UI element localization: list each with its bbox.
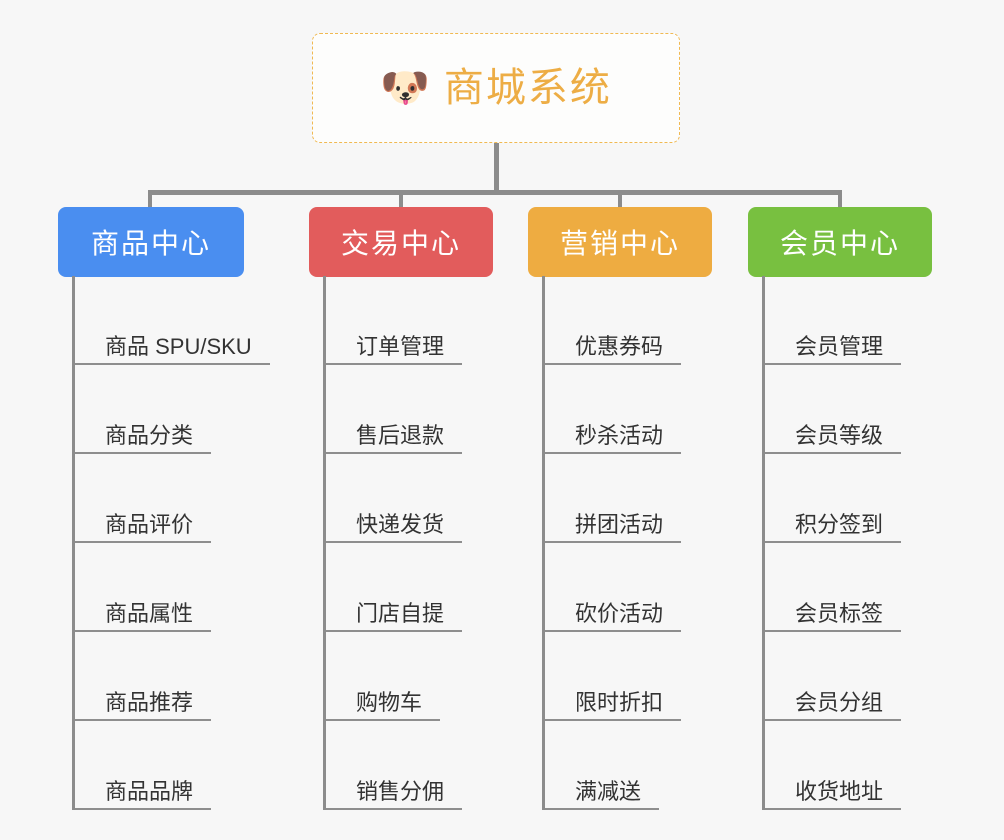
category-label-3: 会员中心 <box>779 228 900 259</box>
leaf-item-label: 购物车 <box>356 689 423 715</box>
leaf-item-label: 会员标签 <box>795 600 884 626</box>
drop-connector-4 <box>838 190 842 208</box>
leaf-underline <box>765 630 902 632</box>
leaf-item[interactable]: 会员分组 <box>765 632 902 721</box>
leaf-item-label: 商品 SPU/SKU <box>105 333 252 359</box>
leaf-item[interactable]: 订单管理 <box>326 276 463 365</box>
branch-spine <box>542 276 545 810</box>
leaf-item[interactable]: 商品 SPU/SKU <box>75 276 270 365</box>
horizontal-bus-connector <box>148 190 842 195</box>
leaf-underline <box>545 719 682 721</box>
leaf-item[interactable]: 售后退款 <box>326 365 463 454</box>
leaf-item-label: 快递发货 <box>356 511 445 537</box>
leaf-underline <box>326 808 463 810</box>
leaf-underline <box>765 719 902 721</box>
leaf-item-label: 商品分类 <box>105 422 194 448</box>
drop-connector-2 <box>399 190 403 208</box>
category-label-2: 营销中心 <box>559 228 680 259</box>
leaf-underline <box>545 452 682 454</box>
leaf-item[interactable]: 会员等级 <box>765 365 902 454</box>
leaf-underline <box>545 808 660 810</box>
leaf-item[interactable]: 砍价活动 <box>545 543 682 632</box>
leaf-underline <box>545 363 682 365</box>
leaf-item-label: 商品属性 <box>105 600 194 626</box>
leaf-underline <box>765 808 902 810</box>
leaf-item-label: 砍价活动 <box>575 600 664 626</box>
leaf-item[interactable]: 会员管理 <box>765 276 902 365</box>
dog-face-icon: 🐶 <box>380 66 430 110</box>
drop-connector-3 <box>618 190 622 208</box>
leaf-item-label: 会员等级 <box>795 422 884 448</box>
leaf-item[interactable]: 购物车 <box>326 632 441 721</box>
category-box-0[interactable]: 商品中心 <box>58 207 244 277</box>
leaf-underline <box>545 541 682 543</box>
leaf-underline <box>326 541 463 543</box>
leaf-underline <box>326 363 463 365</box>
leaf-item[interactable]: 快递发货 <box>326 454 463 543</box>
leaf-underline <box>326 719 441 721</box>
leaf-underline <box>75 363 270 365</box>
leaf-underline <box>75 541 212 543</box>
branch-spine <box>762 276 765 810</box>
leaf-item-label: 收货地址 <box>795 778 884 804</box>
root-stem-connector <box>494 143 499 192</box>
leaf-item[interactable]: 商品属性 <box>75 543 212 632</box>
root-node[interactable]: 🐶 商城系统 <box>312 33 680 143</box>
leaf-item[interactable]: 限时折扣 <box>545 632 682 721</box>
leaf-item-label: 会员分组 <box>795 689 884 715</box>
leaf-item-label: 优惠券码 <box>575 333 664 359</box>
leaf-item[interactable]: 收货地址 <box>765 721 902 810</box>
branch-spine <box>72 276 75 810</box>
leaf-item[interactable]: 满减送 <box>545 721 660 810</box>
leaf-item[interactable]: 商品品牌 <box>75 721 212 810</box>
leaf-item[interactable]: 商品评价 <box>75 454 212 543</box>
leaf-item-label: 拼团活动 <box>575 511 664 537</box>
leaf-item-label: 门店自提 <box>356 600 445 626</box>
leaf-item-label: 会员管理 <box>795 333 884 359</box>
leaf-item[interactable]: 商品分类 <box>75 365 212 454</box>
leaf-underline <box>326 452 463 454</box>
leaf-item[interactable]: 门店自提 <box>326 543 463 632</box>
category-label-0: 商品中心 <box>90 228 211 259</box>
leaf-underline <box>765 452 902 454</box>
leaf-item-label: 积分签到 <box>795 511 884 537</box>
leaf-item[interactable]: 秒杀活动 <box>545 365 682 454</box>
category-box-2[interactable]: 营销中心 <box>528 207 712 277</box>
leaf-item-label: 商品推荐 <box>105 689 194 715</box>
category-box-3[interactable]: 会员中心 <box>748 207 932 277</box>
branch-spine <box>323 276 326 810</box>
leaf-item-label: 商品评价 <box>105 511 194 537</box>
leaf-item-label: 商品品牌 <box>105 778 194 804</box>
leaf-underline <box>75 630 212 632</box>
leaf-item-label: 售后退款 <box>356 422 445 448</box>
leaf-item[interactable]: 积分签到 <box>765 454 902 543</box>
leaf-underline <box>75 719 212 721</box>
leaf-item-label: 订单管理 <box>356 333 445 359</box>
drop-connector-1 <box>148 190 152 208</box>
leaf-item[interactable]: 优惠券码 <box>545 276 682 365</box>
root-title: 商城系统 <box>443 66 612 110</box>
category-box-1[interactable]: 交易中心 <box>309 207 493 277</box>
leaf-underline <box>545 630 682 632</box>
leaf-item-label: 满减送 <box>575 778 642 804</box>
leaf-item-label: 秒杀活动 <box>575 422 664 448</box>
leaf-underline <box>75 808 212 810</box>
leaf-item[interactable]: 商品推荐 <box>75 632 212 721</box>
leaf-underline <box>326 630 463 632</box>
leaf-item[interactable]: 拼团活动 <box>545 454 682 543</box>
leaf-underline <box>765 541 902 543</box>
category-label-1: 交易中心 <box>340 228 461 259</box>
leaf-item-label: 限时折扣 <box>575 689 664 715</box>
leaf-underline <box>765 363 902 365</box>
leaf-item[interactable]: 销售分佣 <box>326 721 463 810</box>
leaf-underline <box>75 452 212 454</box>
leaf-item[interactable]: 会员标签 <box>765 543 902 632</box>
leaf-item-label: 销售分佣 <box>356 778 445 804</box>
